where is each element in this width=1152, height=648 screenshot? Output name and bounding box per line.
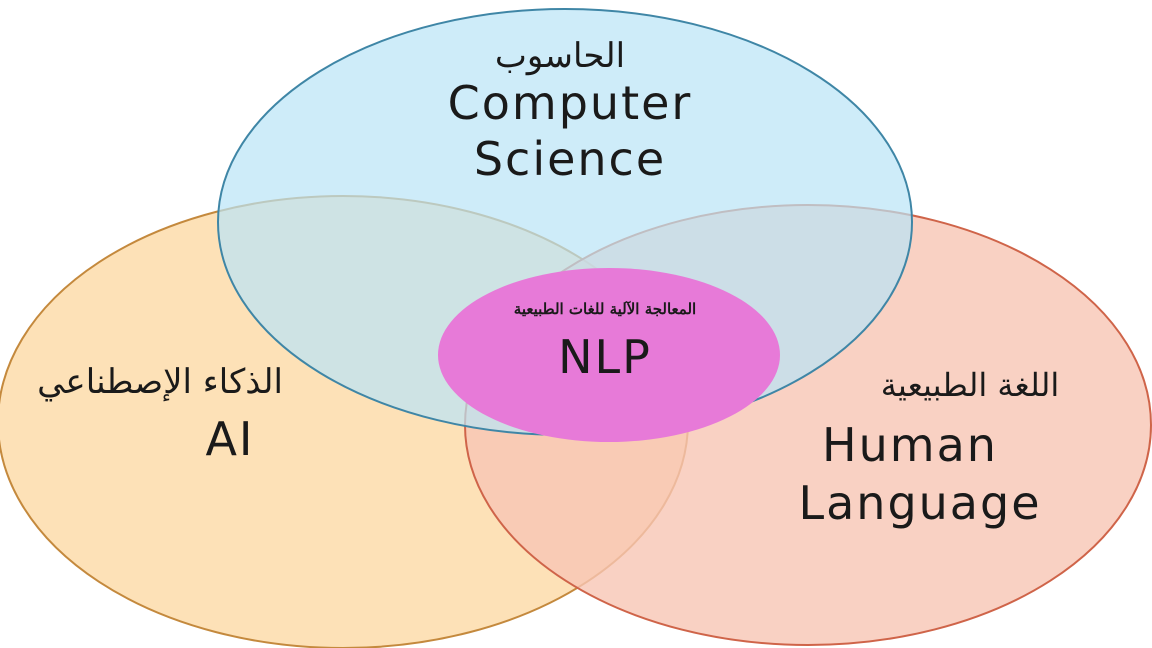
nlp-label: NLP bbox=[558, 330, 652, 384]
computer-science-label-line1: Computer bbox=[447, 76, 693, 130]
ai-label: AI bbox=[205, 412, 255, 466]
ai-arabic-label: الذكاء الإصطناعي bbox=[37, 362, 283, 402]
human-language-arabic-label: اللغة الطبيعية bbox=[880, 366, 1060, 404]
computer-science-label-line2: Science bbox=[473, 132, 667, 186]
nlp-arabic-label: المعالجة الآلية للغات الطبيعية bbox=[513, 300, 697, 318]
nlp-circle bbox=[438, 268, 780, 442]
human-language-label-line1: Human bbox=[822, 418, 998, 472]
computer-science-arabic-label: الحاسوب bbox=[494, 36, 626, 76]
human-language-label-line2: Language bbox=[798, 476, 1042, 530]
